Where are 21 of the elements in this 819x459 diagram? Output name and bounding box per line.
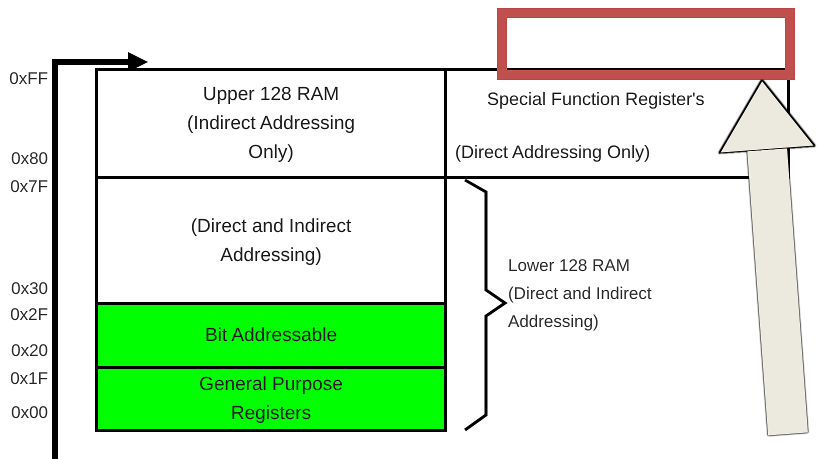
address-label: 0x20 [10, 340, 48, 362]
block-label: (Direct Addressing Only) [454, 141, 652, 164]
block-label: Upper 128 RAM (Indirect Addressing Only) [186, 83, 356, 165]
region-label: Lower 128 RAM (Direct and Indirect Addressing) [508, 255, 653, 333]
address-label: 0x7F [9, 176, 48, 198]
memory-block-highlighted [95, 302, 447, 369]
memory-block-highlighted [95, 366, 447, 432]
address-label: 0x30 [10, 278, 48, 300]
block-arrow [718, 79, 816, 436]
address-label: 0x1F [9, 368, 48, 390]
block-label: General Purpose Registers [198, 373, 344, 426]
address-label: 0xFF [8, 68, 48, 90]
highlight-box [497, 8, 795, 80]
block-label: Special Function Register's [486, 88, 706, 111]
address-label: 0x2F [9, 304, 48, 326]
memory-block [95, 176, 447, 305]
block-label: Bit Addressable [204, 324, 338, 348]
memory-block [95, 68, 447, 179]
block-label: (Direct and Indirect Addressing) [190, 214, 352, 268]
address-label: 0x00 [10, 402, 48, 424]
address-label: 0x80 [10, 148, 48, 170]
